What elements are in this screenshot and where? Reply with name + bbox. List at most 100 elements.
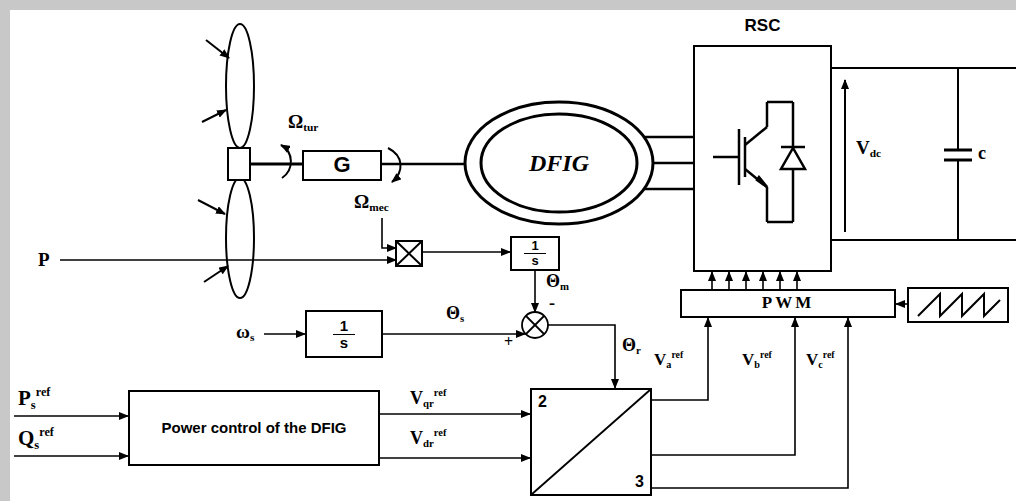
igbt-symbol (767, 101, 793, 104)
signal-subscript: dr (423, 437, 434, 449)
igbt-symbol (745, 127, 767, 145)
transform-box: 23 (530, 388, 652, 496)
dc-bus (957, 160, 959, 240)
signal-label: Psref (18, 386, 50, 411)
integrator-box: 1s (510, 236, 560, 271)
signal-name: V (654, 350, 666, 369)
node-text: RSC (695, 17, 830, 36)
signal-name: c (978, 143, 986, 163)
sum-symbol (526, 316, 544, 334)
node-text: 3 (635, 473, 644, 491)
integrator-box: 1s (305, 310, 383, 358)
signal-wire (264, 333, 305, 335)
control-box: Power control of the DFIG (128, 390, 380, 466)
signal-label: Vqrref (410, 388, 446, 409)
signal-arrow (711, 272, 713, 289)
signal-arrow (652, 318, 795, 455)
multiplier-symbol (396, 241, 422, 266)
signal-wire (382, 218, 396, 248)
signal-subscript: dc (870, 147, 881, 159)
signal-arrow (380, 413, 530, 415)
node-text: s (524, 254, 545, 268)
signal-wire (534, 266, 536, 312)
dc-bus (832, 239, 1016, 241)
gearbox-box: G (302, 150, 382, 181)
signal-wire (548, 325, 615, 388)
signal-superscript: ref (434, 427, 447, 438)
signal-superscript: ref (434, 387, 447, 398)
signal-wire (422, 251, 510, 253)
signal-wire (60, 259, 396, 261)
multiplier-symbol (396, 241, 422, 266)
igbt-symbol (713, 102, 805, 222)
transform-diagonal (532, 390, 650, 494)
signal-label: Varef (654, 350, 683, 371)
signal-subscript: b (754, 359, 760, 370)
turbine-rotor (228, 148, 250, 180)
dc-bus (844, 80, 846, 232)
wind-arrow (198, 200, 225, 214)
signal-wire (14, 455, 128, 457)
signal-label: + (504, 334, 513, 350)
signal-arrow (779, 272, 781, 289)
signal-name: ω (236, 321, 250, 342)
signal-subscript: mec (369, 201, 389, 213)
node-text: 1 (333, 318, 355, 335)
turbine-rotor (226, 24, 254, 148)
converter-box: RSC (693, 45, 832, 272)
dc-bus (944, 149, 972, 152)
signal-name: V (742, 350, 754, 369)
signal-label: Ωmec (354, 192, 389, 214)
wind-arrow (202, 110, 226, 122)
signal-label: Vdc (856, 138, 881, 160)
generator-ellipse: DFIG (463, 100, 655, 226)
dc-bus (944, 159, 972, 162)
signal-arrow (728, 272, 730, 289)
signal-name: V (856, 137, 870, 158)
rotation-arrow (281, 145, 291, 178)
node-text: Power control of the DFIG (161, 420, 346, 437)
signal-name: Ω (354, 191, 369, 212)
signal-label: c (978, 144, 986, 162)
signal-superscript: ref (823, 349, 835, 360)
signal-name: Q (18, 426, 34, 450)
dc-bus (832, 68, 1016, 240)
signal-arrow (652, 318, 708, 400)
rotor-ring (481, 114, 637, 212)
shaft (250, 163, 302, 166)
signal-subscript: a (666, 359, 671, 370)
signal-subscript: r (636, 344, 641, 356)
igbt-symbol (792, 169, 795, 222)
igbt-symbol (757, 177, 767, 187)
igbt-symbol (767, 221, 793, 224)
signal-arrow (652, 318, 848, 488)
wind-arrow (206, 40, 229, 58)
pwm-box: PWM (680, 289, 896, 318)
dc-bus (957, 68, 959, 150)
signal-subscript: m (560, 280, 569, 292)
signal-label: Ωtur (288, 112, 318, 134)
signal-label: Vcref (806, 350, 835, 371)
igbt-symbol (766, 187, 769, 222)
signal-arrow (380, 457, 530, 459)
signal-name: P (38, 249, 50, 270)
power-line (382, 163, 465, 166)
signal-name: + (504, 333, 513, 350)
node-text: DFIG (529, 150, 589, 176)
signal-name: V (410, 428, 423, 448)
signal-wire (14, 415, 128, 417)
signal-name: Θ (622, 335, 636, 355)
dc-bus (832, 67, 1016, 69)
signal-subscript: c (818, 359, 823, 370)
igbt-symbol (766, 102, 769, 127)
signal-superscript: ref (760, 349, 772, 360)
node-text: G (333, 153, 350, 177)
signal-label: Vbref (742, 350, 772, 371)
signal-label: P (38, 250, 50, 269)
sum-symbol (522, 312, 548, 338)
sum-symbol (526, 316, 544, 334)
shaft (250, 163, 302, 166)
signal-superscript: ref (39, 425, 54, 439)
sawtooth-generator (908, 288, 1008, 322)
